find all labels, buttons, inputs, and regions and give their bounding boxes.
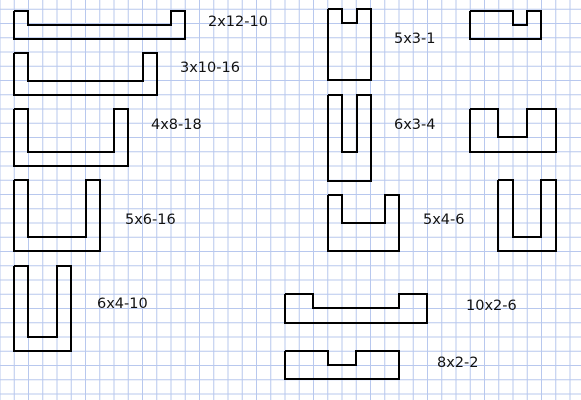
piece-label-6x3-4: 6x3-4 xyxy=(394,117,436,133)
piece-outline-5x3-1-vertical xyxy=(327,8,372,81)
piece-outline-5x6-16 xyxy=(13,179,101,252)
piece-outline-4x8-18 xyxy=(13,108,129,167)
piece-outline-5x4-6-tall xyxy=(497,179,557,252)
piece-outline-6x3-4-vertical xyxy=(327,94,372,182)
piece-label-2x12-10: 2x12-10 xyxy=(208,14,268,30)
piece-label-5x3-1: 5x3-1 xyxy=(394,31,436,47)
piece-outline-6x3-4-horizontal xyxy=(469,108,557,153)
piece-label-10x2-6: 10x2-6 xyxy=(466,298,517,314)
piece-label-4x8-18: 4x8-18 xyxy=(151,117,202,133)
piece-outline-10x2-6 xyxy=(284,293,428,324)
piece-outline-5x3-1-horizontal xyxy=(469,10,542,40)
piece-label-6x4-10: 6x4-10 xyxy=(97,296,148,312)
piece-label-5x4-6: 5x4-6 xyxy=(423,212,465,228)
piece-outline-8x2-2 xyxy=(284,350,400,380)
piece-outline-6x4-10 xyxy=(13,265,72,352)
piece-outline-5x4-6-wide xyxy=(327,194,400,252)
piece-label-5x6-16: 5x6-16 xyxy=(125,212,176,228)
piece-outline-3x10-16 xyxy=(13,52,158,96)
piece-label-8x2-2: 8x2-2 xyxy=(437,355,479,371)
piece-label-3x10-16: 3x10-16 xyxy=(180,60,240,76)
piece-outline-2x12-10 xyxy=(13,10,186,40)
